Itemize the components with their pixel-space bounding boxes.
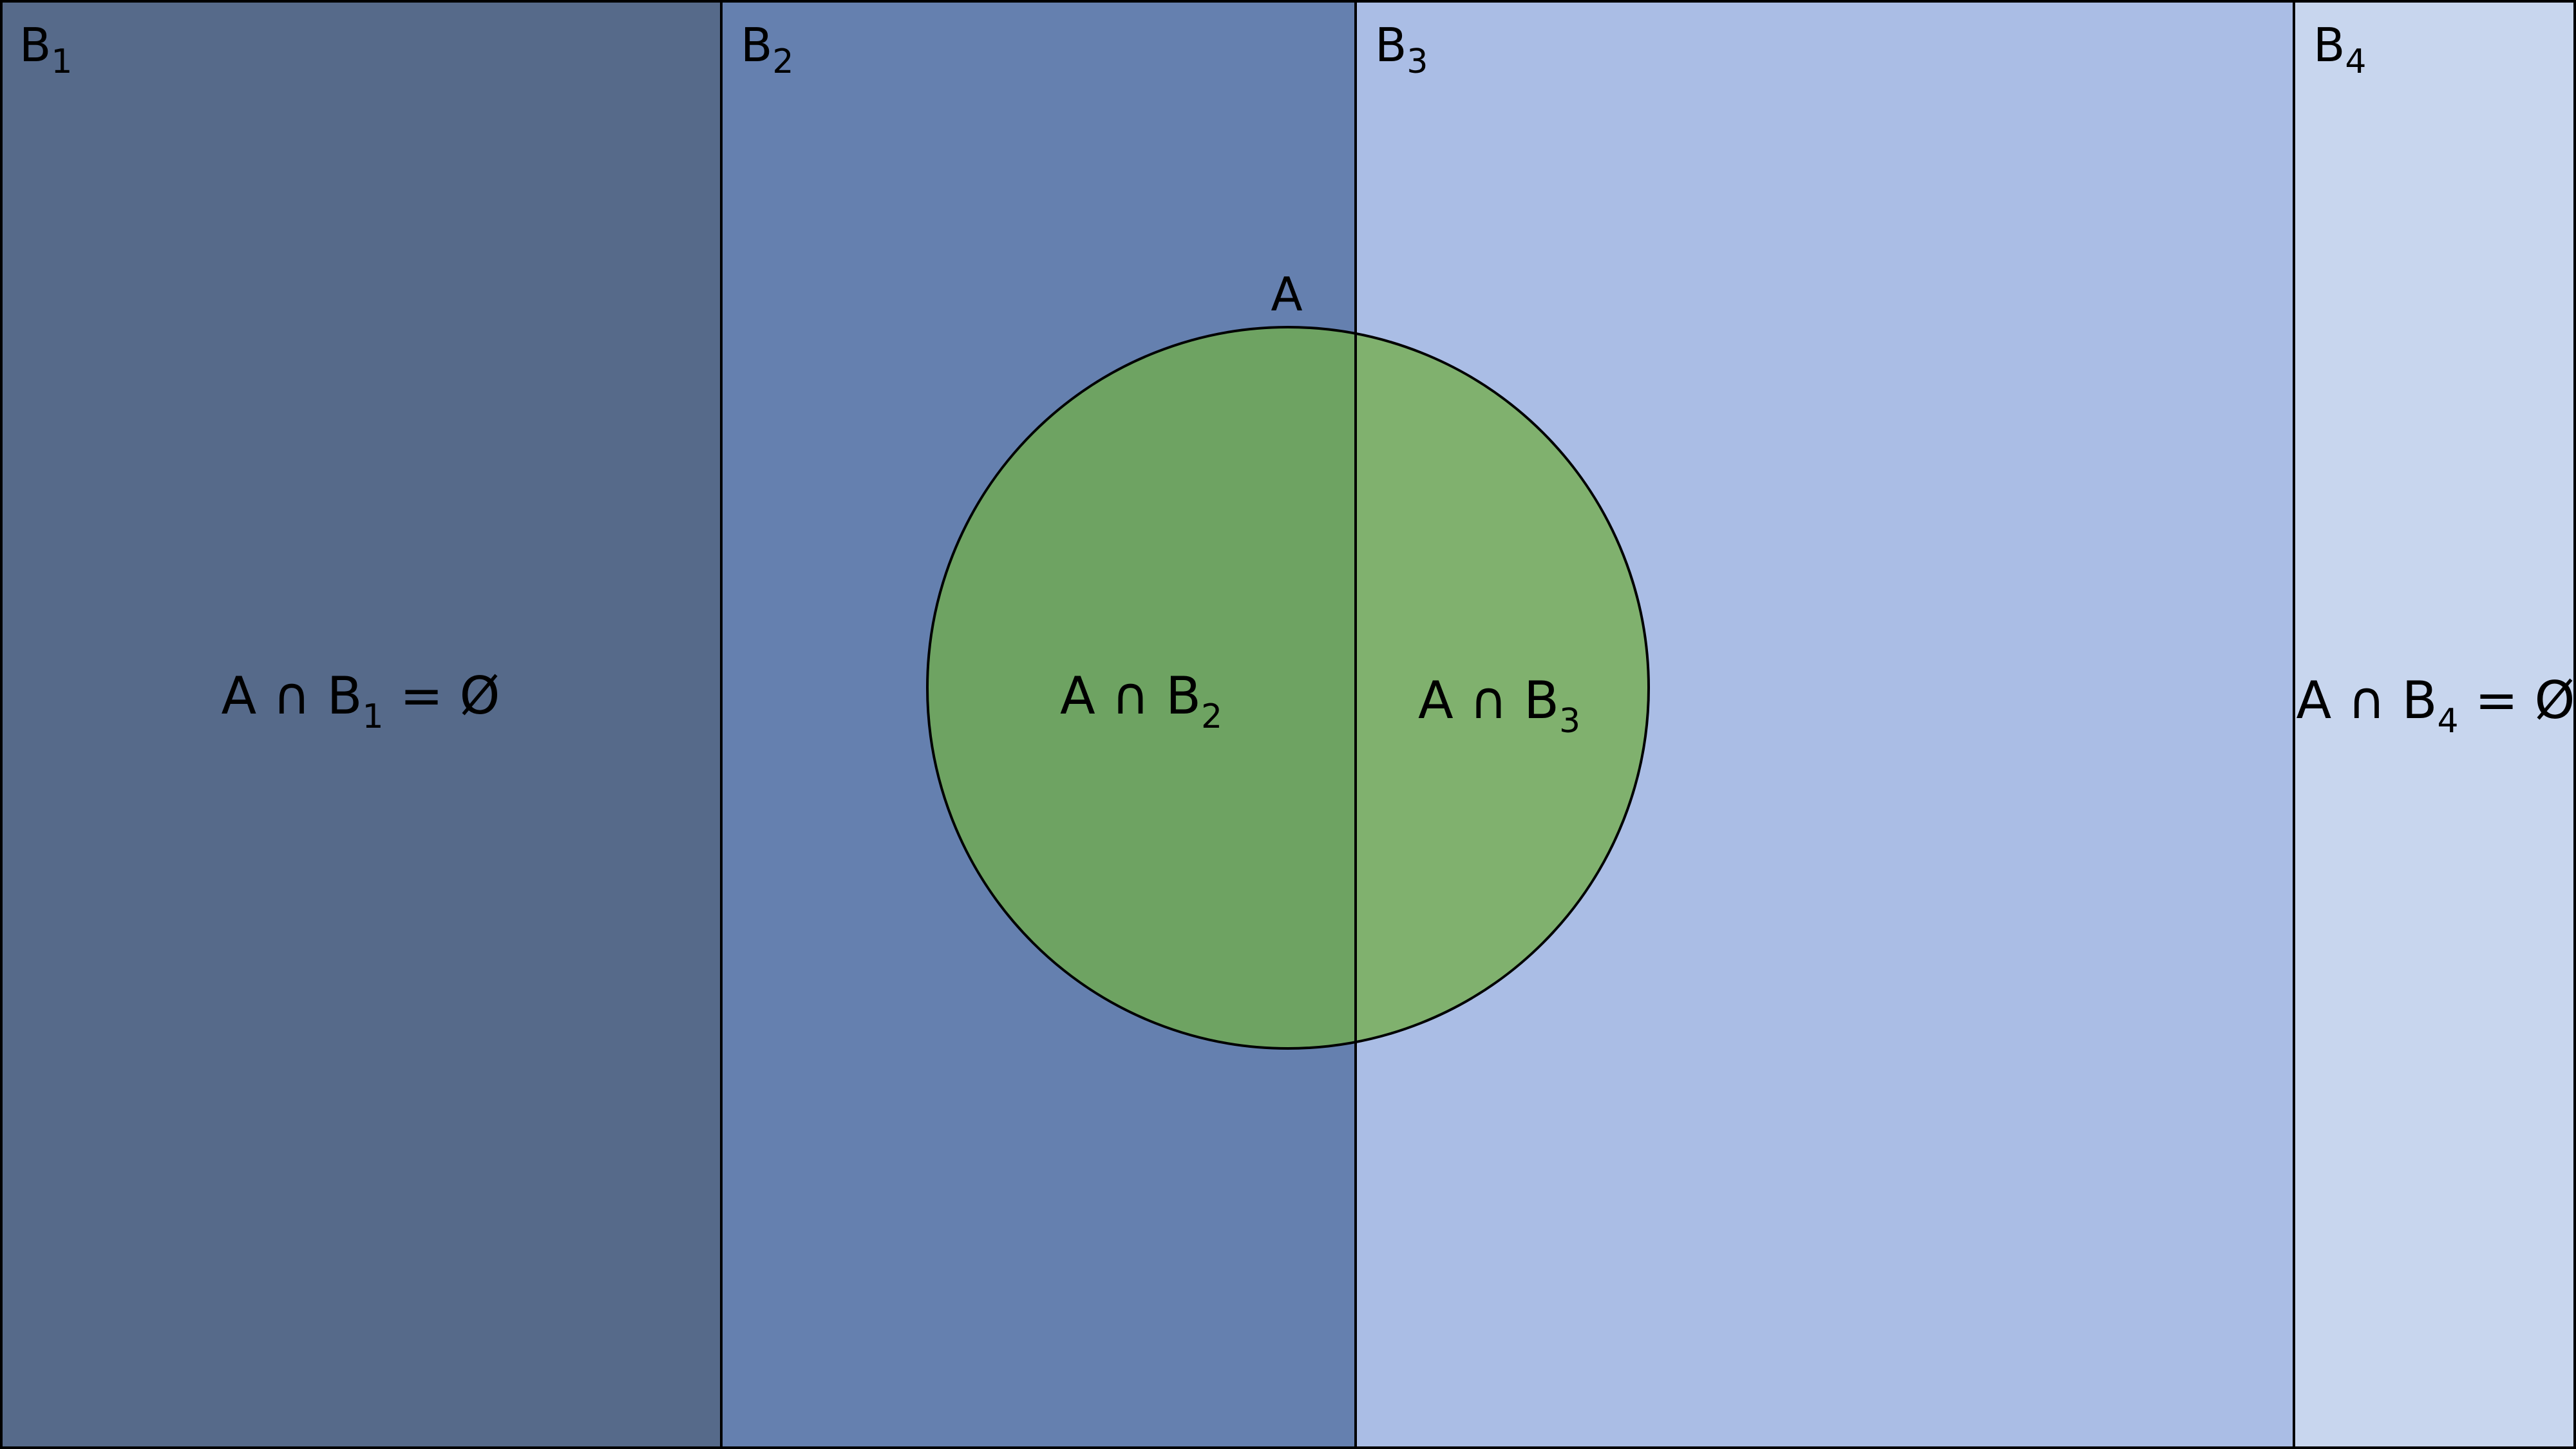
intersection-label-b4: A ∩ B4 = Ø (2297, 670, 2575, 741)
set-a-outline (926, 326, 1650, 1050)
label-b4: B4 (2313, 18, 2367, 81)
intersection-label-b1: A ∩ B1 = Ø (222, 666, 500, 736)
intersection-label-b2: A ∩ B2 (1060, 666, 1222, 736)
region-b1 (0, 0, 721, 1449)
label-b2: B2 (741, 18, 794, 81)
set-a-circle-in-b2 (927, 327, 1356, 1048)
set-a-circle-in-b3 (1356, 334, 1649, 1042)
intersection-label-b3: A ∩ B3 (1418, 670, 1580, 741)
label-set-a: A (1271, 267, 1302, 321)
region-b4 (2294, 0, 2576, 1449)
label-b3: B3 (1375, 18, 1428, 81)
label-b1: B1 (19, 18, 73, 81)
